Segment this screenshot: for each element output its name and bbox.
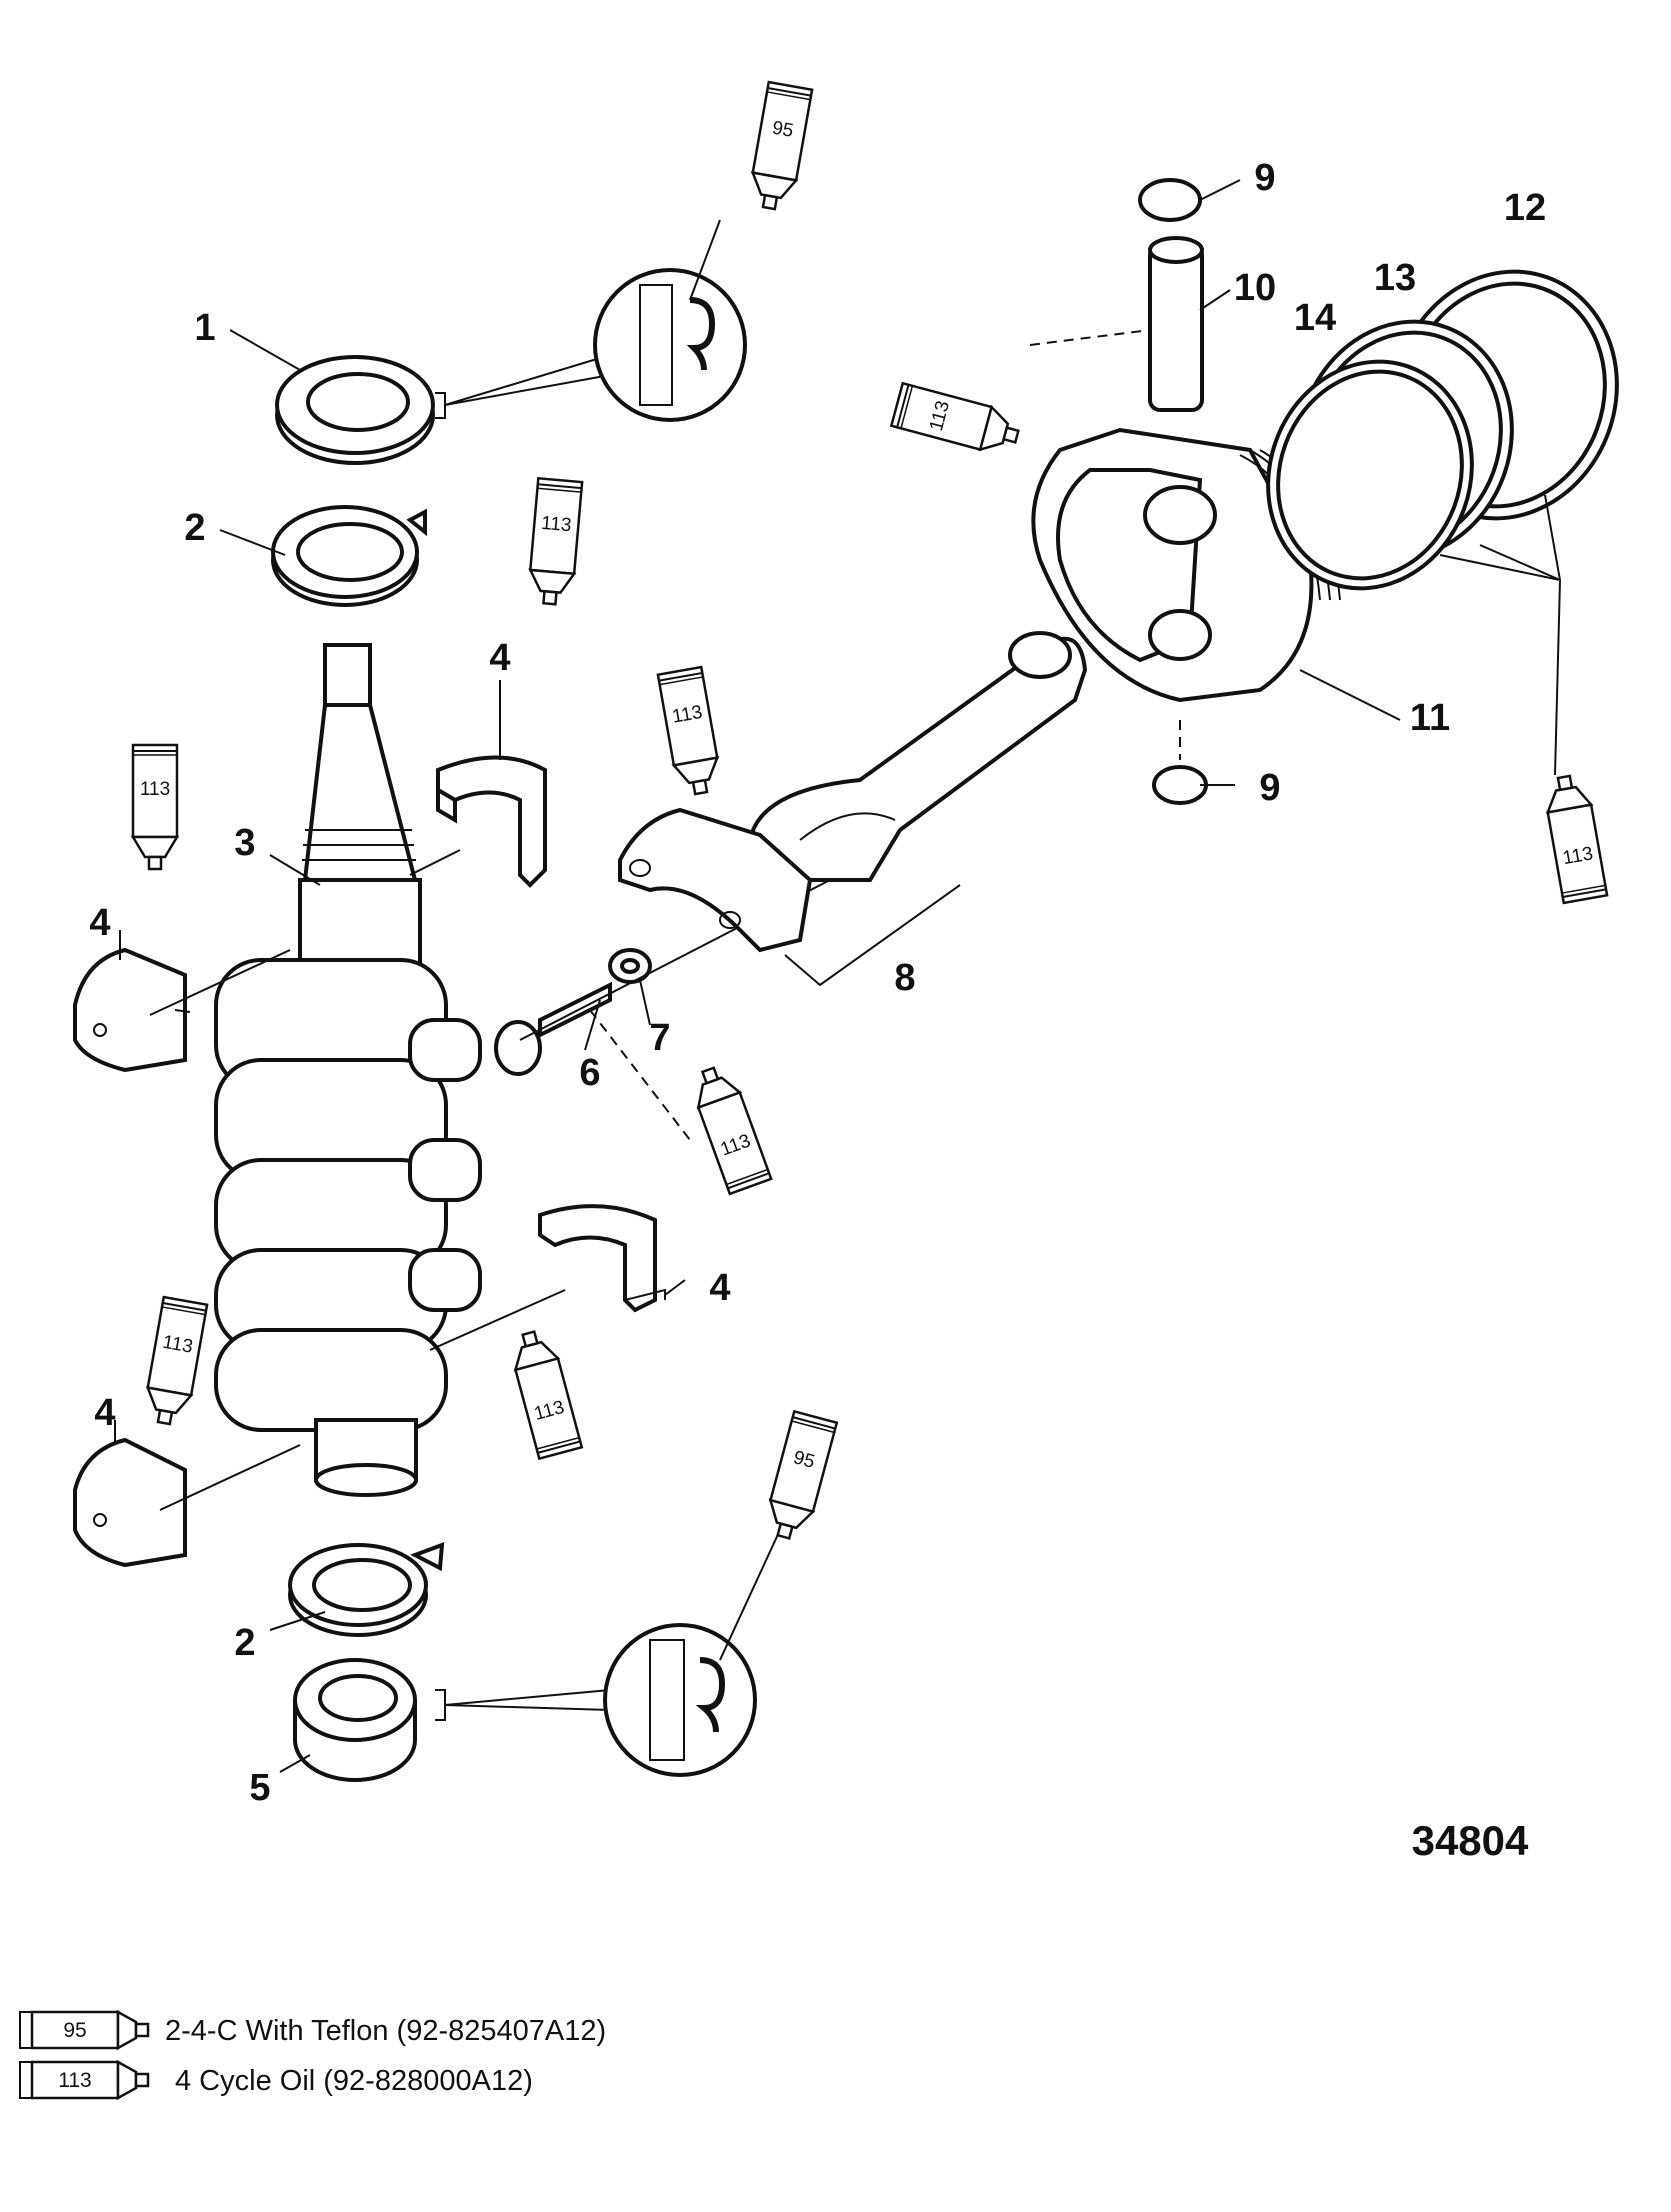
svg-text:113: 113 [140,779,170,800]
svg-text:113: 113 [161,1332,194,1358]
lubricant-tube-113-main-lower: 113 [505,1326,584,1460]
lubricant-tube-113-main-upper: 113 [526,477,584,607]
svg-text:4 Cycle Oil (92-828000A12): 4 Cycle Oil (92-828000A12) [175,2065,533,2097]
rod-washer [608,948,652,984]
crankshaft [214,643,482,1497]
callout-14: 14 [1294,297,1336,339]
svg-text:113: 113 [671,702,704,728]
callout-4-lower-left: 4 [94,1392,115,1434]
svg-text:113: 113 [540,513,572,537]
piston-ring-14 [1266,359,1474,591]
callout-12: 12 [1504,187,1546,229]
legend-row-95: 95 2-4-C With Teflon (92-825407A12) [18,2010,606,2050]
lubricant-tube-95-top: 95 [745,80,814,214]
callout-4-upper-right: 4 [489,637,510,679]
lubricant-tube-113-left-lower: 113 [140,1295,209,1429]
main-bearing-upper-right [409,755,547,888]
svg-text:95: 95 [770,118,794,142]
thrust-washer-bottom [288,1542,445,1637]
callout-7: 7 [649,1017,670,1059]
callout-5: 5 [249,1767,270,1809]
piston-retaining-ring-top [1138,178,1202,222]
lubricant-tube-113-rod: 113 [656,665,725,799]
callout-1: 1 [194,307,215,349]
callout-6: 6 [579,1052,600,1094]
svg-text:113: 113 [1561,843,1594,869]
lubricant-tube-113-pin: 113 [890,381,1024,460]
svg-text:113: 113 [58,2069,91,2092]
reference-number: 34804 [1412,1817,1529,1864]
svg-text:95: 95 [63,2019,86,2042]
callout-9-bottom: 9 [1259,767,1280,809]
callout-8: 8 [894,957,915,999]
callout-4-upper-left: 4 [89,902,110,944]
piston-retaining-ring-bottom [1152,720,1208,805]
lubricant-tube-113-left-upper: 113 [131,743,179,871]
thrust-washer-top [271,505,427,607]
seal-top [275,354,611,465]
connecting-rod [618,631,1088,987]
rod-bolt [494,981,612,1076]
main-bearing-lower-left [73,1437,301,1568]
callout-13: 13 [1374,257,1416,299]
callout-11: 11 [1410,697,1450,739]
seal-bottom [293,1658,611,1782]
callout-2-bottom: 2 [234,1622,255,1664]
callout-10: 10 [1234,267,1276,309]
callout-2-top: 2 [184,507,205,549]
callout-4-lower-right: 4 [709,1267,730,1309]
lubricant-tube-113-bolt: 113 [686,1061,773,1196]
callout-3: 3 [234,822,255,864]
callout-9-top: 9 [1254,157,1275,199]
seal-detail-circle-bottom [603,1529,781,1777]
svg-text:2-4-C With Teflon (92-825407A: 2-4-C With Teflon (92-825407A12) [165,2015,606,2047]
legend-row-113: 113 4 Cycle Oil (92-828000A12) [18,2060,533,2100]
main-bearing-lower-right [429,1204,666,1351]
seal-detail-circle-top [593,219,747,422]
piston-pin [1148,236,1204,412]
lubricant-tube-113-rings: 113 [1540,771,1609,905]
main-bearing-upper-left [73,947,291,1073]
lubricant-tube-95-bottom: 95 [760,1410,839,1544]
